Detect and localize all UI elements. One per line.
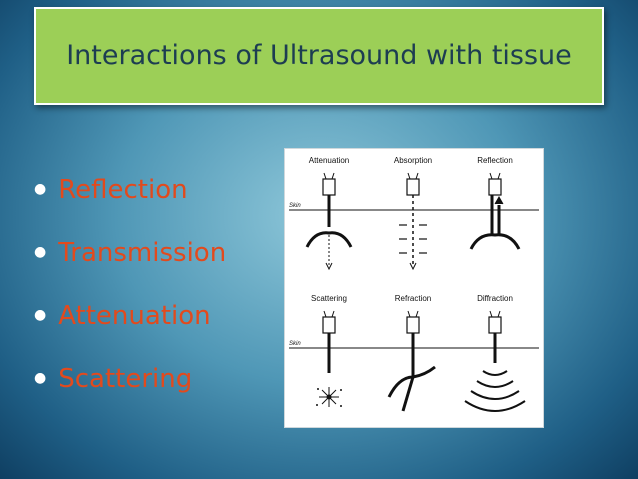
bullet-dot-icon: ● [34, 369, 47, 386]
refraction-diagram [387, 310, 436, 412]
skin-label-top: Skin [289, 203, 301, 209]
slide-title: Interactions of Ultrasound with tissue [66, 40, 572, 71]
attenuation-diagram [305, 172, 353, 271]
bullet-text: Reflection [58, 174, 188, 205]
figure-svg: Attenuation Absorption Reflection Scatte… [289, 156, 539, 412]
scattering-diagram [316, 310, 342, 407]
bullet-dot-icon: ● [34, 243, 47, 260]
bullet-item: ● Attenuation [34, 284, 226, 347]
absorption-diagram [399, 172, 427, 271]
bullet-dot-icon: ● [34, 306, 47, 323]
panel-label-refraction: Refraction [395, 294, 431, 303]
bullet-item: ● Reflection [34, 158, 226, 221]
bullet-item: ● Transmission [34, 221, 226, 284]
ultrasound-interactions-figure: Attenuation Absorption Reflection Scatte… [284, 148, 544, 428]
panel-label-scattering: Scattering [311, 294, 347, 303]
reflection-diagram [469, 172, 521, 250]
bullet-text: Attenuation [58, 300, 211, 331]
diffraction-diagram [464, 310, 526, 412]
bullet-list: ● Reflection ● Transmission ● Attenuation ●… [34, 158, 226, 410]
bullet-text: Scattering [58, 363, 193, 394]
panel-label-attenuation: Attenuation [309, 156, 349, 165]
skin-label-bottom: Skin [289, 341, 301, 347]
bullet-dot-icon: ● [34, 180, 47, 197]
title-box: Interactions of Ultrasound with tissue [34, 7, 604, 105]
bullet-text: Transmission [58, 237, 227, 268]
panel-label-reflection: Reflection [477, 156, 513, 165]
panel-label-diffraction: Diffraction [477, 294, 513, 303]
bullet-item: ● Scattering [34, 347, 226, 410]
panel-label-absorption: Absorption [394, 156, 432, 165]
